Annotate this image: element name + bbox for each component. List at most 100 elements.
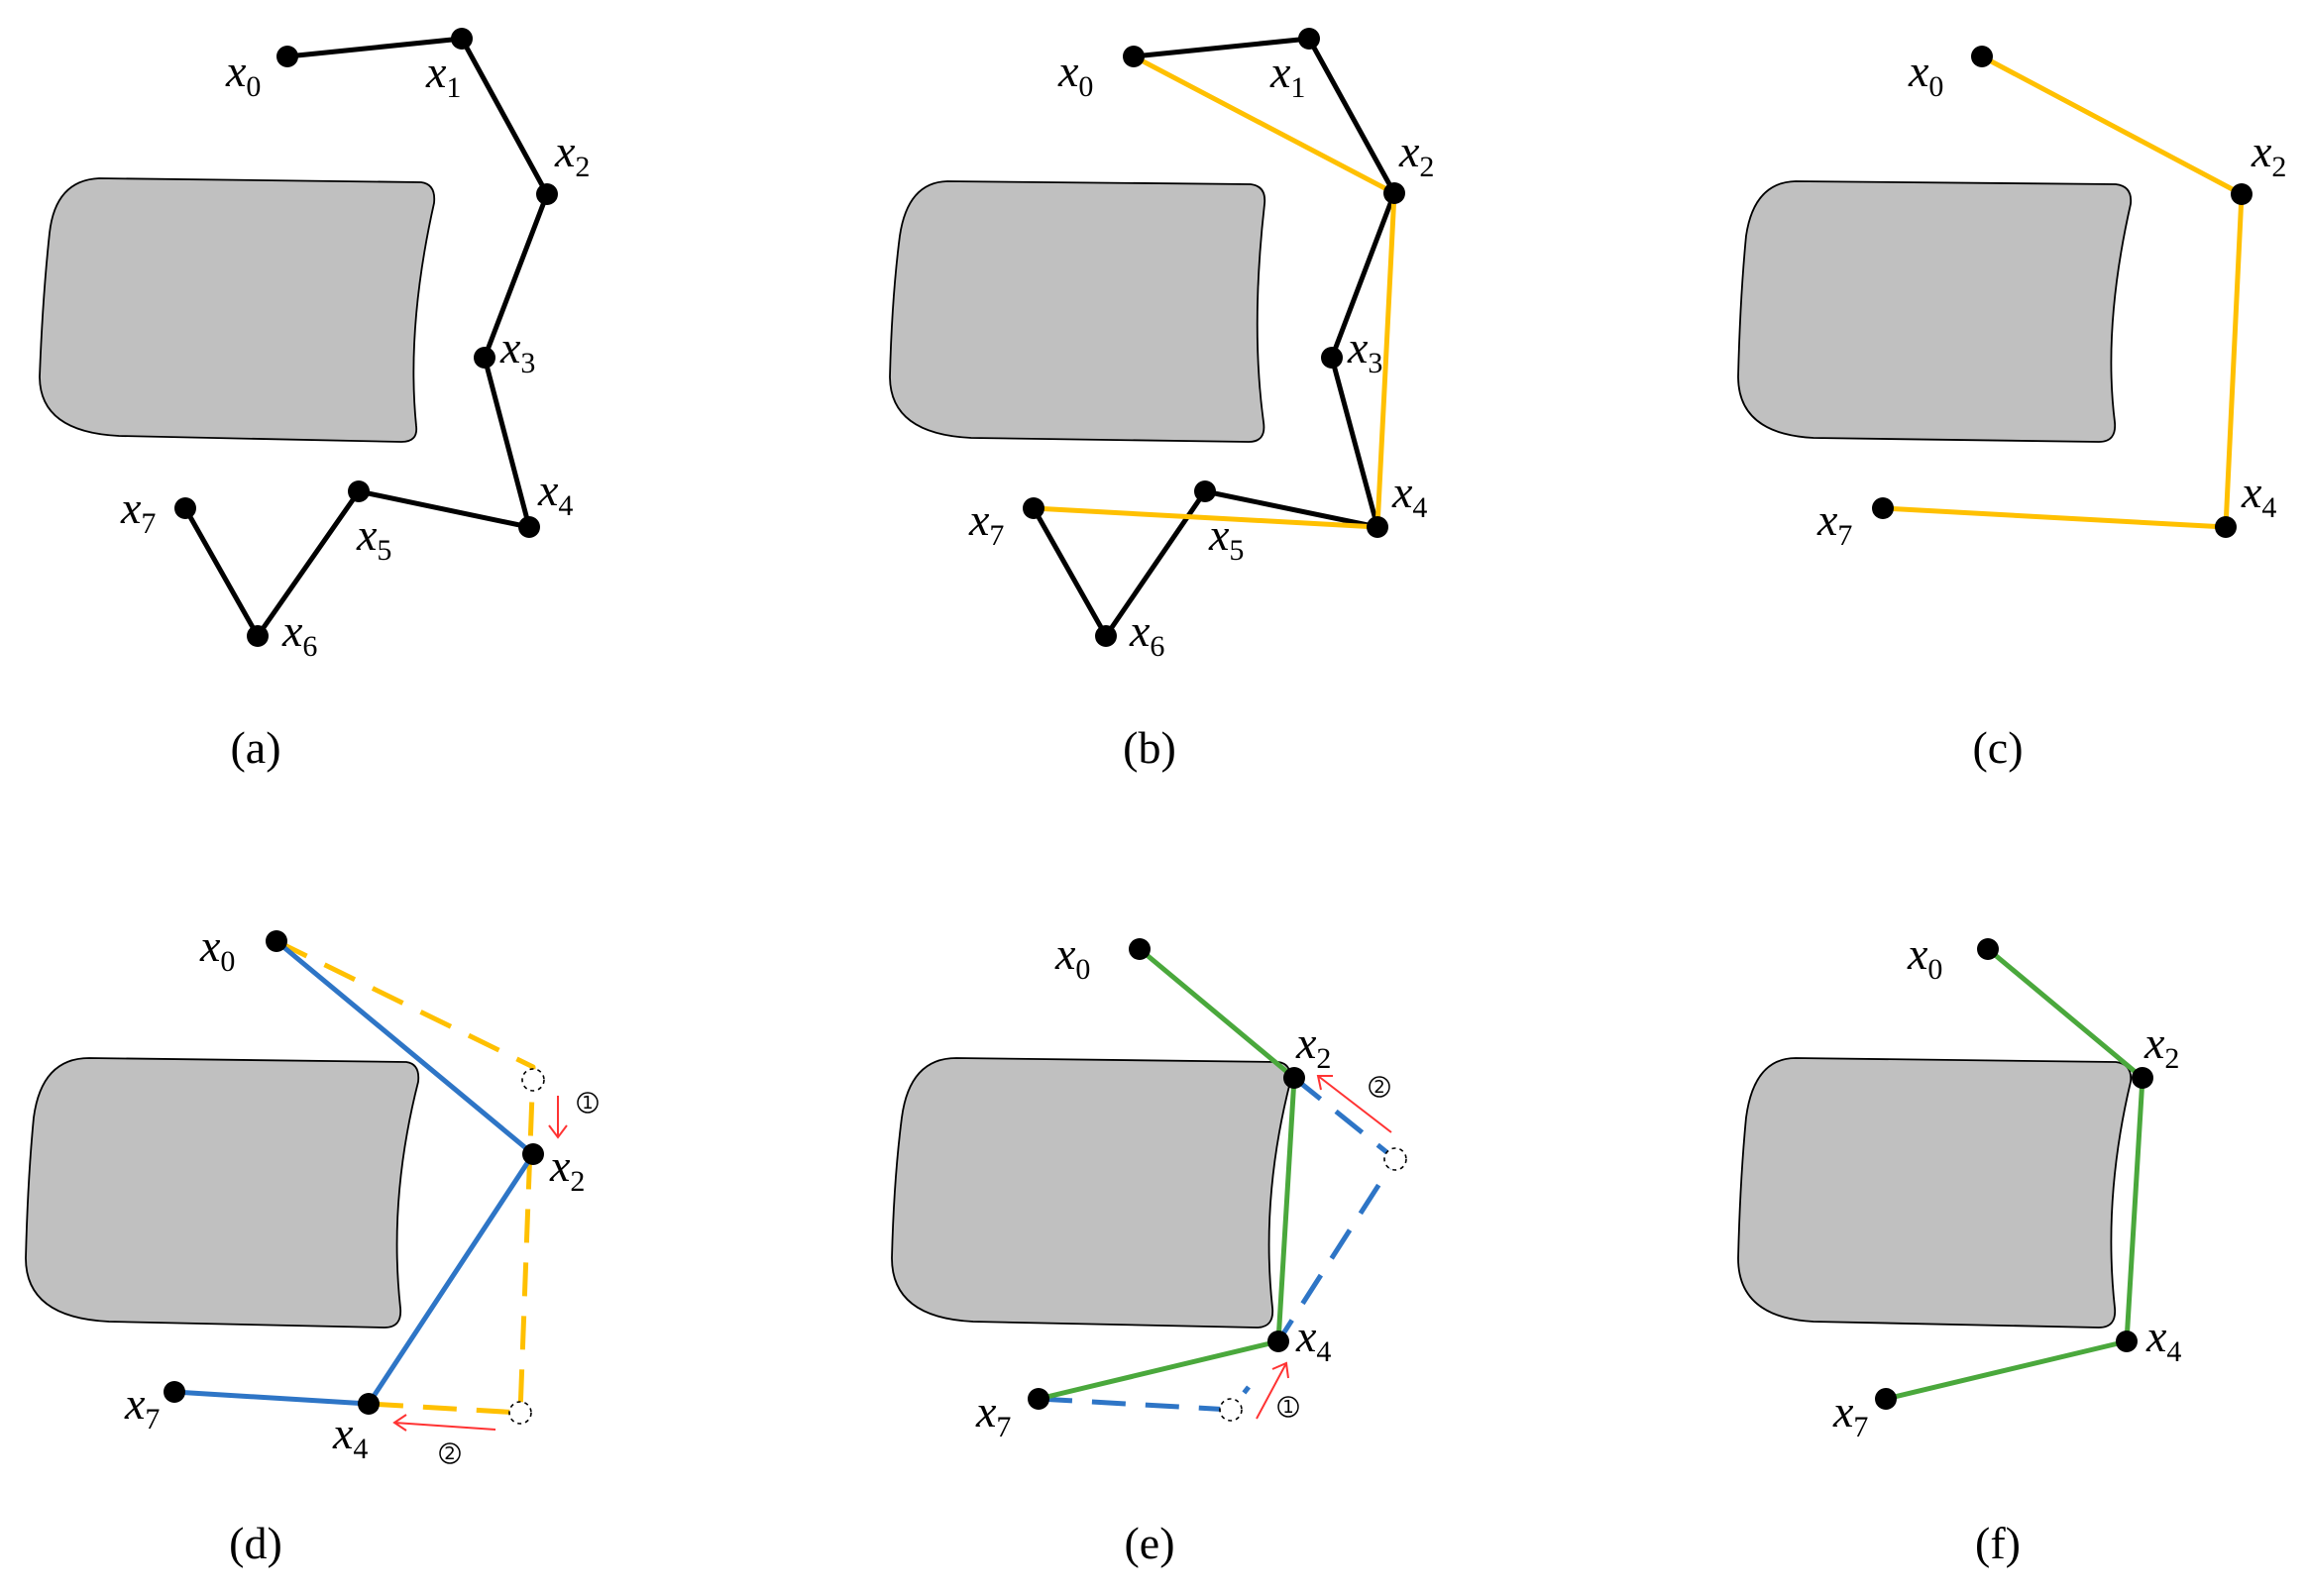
svg-text:1: 1 bbox=[1282, 1397, 1293, 1418]
svg-text:1: 1 bbox=[582, 1093, 593, 1114]
waypoint-x7 bbox=[1028, 1388, 1049, 1410]
step-marker-2: 2 bbox=[439, 1442, 461, 1464]
ghost-waypoint bbox=[1383, 1147, 1407, 1171]
label-x0: x0 bbox=[199, 920, 235, 978]
waypoint-x2 bbox=[2231, 183, 2252, 205]
panel-f: x0 x2 x4 x7 (f) bbox=[1737, 928, 2181, 1568]
label-x4: x4 bbox=[1295, 1311, 1331, 1368]
original-path bbox=[182, 36, 550, 639]
waypoint-x4 bbox=[2116, 1330, 2138, 1352]
label-x0: x0 bbox=[1908, 46, 1943, 103]
waypoint-x2 bbox=[2132, 1067, 2153, 1089]
waypoint-x5 bbox=[348, 480, 370, 502]
label-x5: x5 bbox=[1208, 509, 1244, 567]
waypoint-x0 bbox=[1129, 938, 1151, 960]
waypoint-x4 bbox=[358, 1393, 380, 1415]
caption-b: (b) bbox=[1123, 722, 1176, 773]
panel-e: 1 2 x0 x2 x4 x7 (e) bbox=[891, 928, 1407, 1568]
waypoint-x0 bbox=[276, 46, 298, 67]
waypoint-x3 bbox=[1321, 347, 1343, 369]
label-x1: x1 bbox=[425, 47, 461, 104]
label-x1: x1 bbox=[1269, 47, 1305, 104]
waypoint-x7 bbox=[1023, 497, 1044, 519]
svg-text:2: 2 bbox=[444, 1443, 455, 1464]
step-marker-1: 1 bbox=[1277, 1396, 1299, 1418]
waypoint-x4 bbox=[1267, 1330, 1289, 1352]
label-x7: x7 bbox=[1816, 494, 1852, 552]
label-x7: x7 bbox=[1832, 1386, 1868, 1443]
label-x2: x2 bbox=[554, 126, 590, 183]
caption-e: (e) bbox=[1124, 1518, 1174, 1568]
label-x2: x2 bbox=[2143, 1017, 2179, 1075]
label-x7: x7 bbox=[120, 482, 156, 540]
caption-c: (c) bbox=[1972, 722, 2023, 773]
waypoint-x7 bbox=[164, 1381, 185, 1403]
previous-path bbox=[1275, 1076, 1398, 1343]
waypoint-x0 bbox=[1971, 46, 1993, 67]
obstacle bbox=[39, 177, 436, 443]
waypoint-x5 bbox=[1194, 480, 1216, 502]
waypoint-x4 bbox=[518, 516, 540, 538]
waypoint-x2 bbox=[1283, 1067, 1305, 1089]
waypoint-x3 bbox=[474, 347, 495, 369]
waypoint-x7 bbox=[1872, 497, 1894, 519]
obstacle bbox=[1737, 180, 2133, 443]
obstacle bbox=[25, 1057, 420, 1329]
move-arrow-1 bbox=[1256, 1361, 1289, 1420]
waypoint-x2 bbox=[522, 1143, 544, 1165]
label-x2: x2 bbox=[549, 1140, 585, 1198]
label-x4: x4 bbox=[1391, 467, 1427, 524]
label-x4: x4 bbox=[2145, 1311, 2181, 1368]
ghost-waypoint bbox=[508, 1401, 532, 1425]
waypoint-x0 bbox=[266, 930, 287, 952]
waypoint-x1 bbox=[451, 28, 473, 50]
waypoint-x2 bbox=[536, 183, 558, 205]
panel-a: x0 x1 x2 x3 x4 x5 x6 x7 (a) bbox=[39, 28, 590, 773]
label-x0: x0 bbox=[225, 46, 261, 103]
waypoint-x6 bbox=[1095, 625, 1117, 647]
label-x4: x4 bbox=[332, 1408, 368, 1465]
label-x4: x4 bbox=[2241, 467, 2276, 524]
waypoint-x0 bbox=[1977, 938, 1999, 960]
svg-text:2: 2 bbox=[1373, 1077, 1384, 1098]
label-x7: x7 bbox=[124, 1378, 160, 1436]
label-x5: x5 bbox=[356, 509, 391, 567]
label-x3: x3 bbox=[499, 322, 535, 379]
label-x2: x2 bbox=[1295, 1017, 1331, 1075]
label-x3: x3 bbox=[1347, 322, 1382, 379]
shortcut-path bbox=[1031, 53, 1397, 530]
waypoint-x0 bbox=[1123, 46, 1145, 67]
caption-a: (a) bbox=[230, 722, 280, 773]
waypoint-x2 bbox=[1383, 182, 1405, 204]
step-marker-2: 2 bbox=[1369, 1076, 1390, 1098]
ghost-waypoint bbox=[521, 1068, 545, 1092]
previous-path bbox=[275, 938, 536, 1416]
waypoint-x1 bbox=[1298, 28, 1320, 50]
optimized-path bbox=[1036, 946, 1297, 1402]
caption-f: (f) bbox=[1975, 1518, 2021, 1568]
original-path bbox=[1031, 36, 1397, 639]
caption-d: (d) bbox=[229, 1518, 282, 1568]
shortcut-path bbox=[1880, 53, 2245, 530]
move-arrow-2 bbox=[392, 1414, 496, 1432]
waypoint-x6 bbox=[247, 625, 269, 647]
move-arrow-1 bbox=[548, 1096, 568, 1139]
panel-b: x0 x1 x2 x3 x4 x5 x6 x7 (b) bbox=[889, 28, 1434, 773]
waypoint-x4 bbox=[2215, 516, 2237, 538]
ghost-waypoint bbox=[1219, 1398, 1243, 1422]
label-x6: x6 bbox=[1129, 605, 1164, 663]
optimized-path bbox=[1883, 946, 2145, 1402]
label-x0: x0 bbox=[1907, 928, 1942, 986]
label-x4: x4 bbox=[537, 465, 573, 522]
panel-c: x0 x2 x4 x7 (c) bbox=[1737, 46, 2286, 773]
label-x6: x6 bbox=[281, 605, 317, 663]
step-marker-1: 1 bbox=[577, 1092, 599, 1114]
obstacle bbox=[891, 1057, 1292, 1329]
panel-d: 1 2 x0 x2 x4 x7 (d) bbox=[25, 920, 599, 1568]
obstacle bbox=[1737, 1057, 2133, 1329]
label-x7: x7 bbox=[975, 1386, 1011, 1443]
waypoint-x7 bbox=[1875, 1388, 1897, 1410]
label-x0: x0 bbox=[1054, 928, 1090, 986]
obstacle bbox=[889, 180, 1266, 443]
